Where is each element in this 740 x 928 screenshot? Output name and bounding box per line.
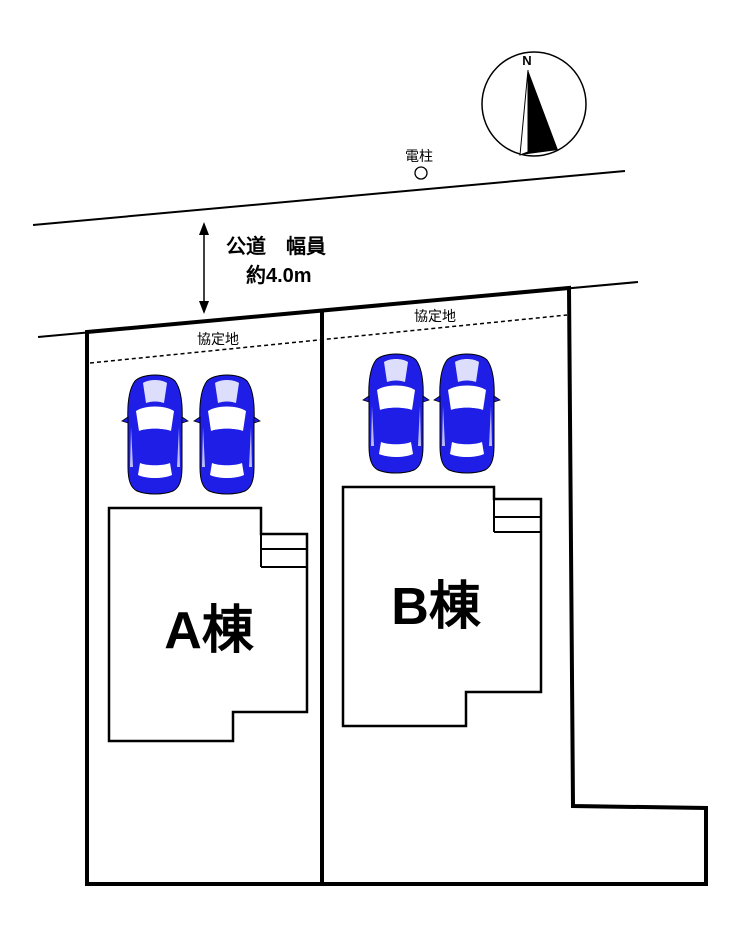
car-icon [193, 374, 261, 495]
north-label: N [522, 53, 531, 68]
house-a-label: A棟 [164, 602, 255, 660]
car-icon [433, 353, 501, 474]
car-icon [121, 374, 189, 495]
setback-label-left: 協定地 [197, 332, 239, 348]
car-icon [362, 353, 430, 474]
setback-line [89, 314, 568, 364]
setback-label-right: 協定地 [414, 309, 456, 325]
utility-pole-label: 電柱 [405, 149, 433, 165]
compass: N [481, 51, 587, 157]
house-b-outline [341, 485, 543, 728]
house-a: A棟 [107, 506, 309, 743]
lot-boundary [85, 285, 708, 886]
utility-pole: 電柱 [405, 149, 433, 180]
utility-pole-icon [414, 166, 428, 180]
house-a-outline [107, 506, 309, 743]
house-b: B棟 [341, 485, 543, 728]
road-width-arrow [199, 222, 209, 314]
north-arrow-icon [520, 70, 558, 155]
road-name-label: 公道 幅員 [226, 234, 326, 258]
road-width-label: 約4.0m [246, 263, 312, 287]
house-b-label: B棟 [391, 578, 482, 636]
road-edge-north [32, 170, 626, 226]
